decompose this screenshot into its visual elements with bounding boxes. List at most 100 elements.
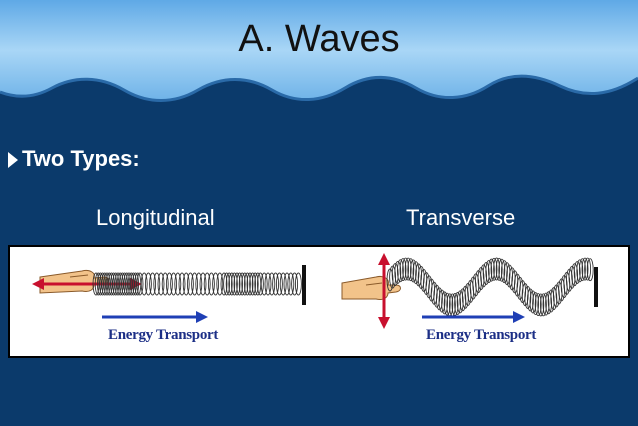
spring-coil xyxy=(230,272,238,296)
label-transverse: Transverse xyxy=(406,205,516,230)
spring-coil xyxy=(534,293,542,317)
spring-coil xyxy=(246,272,254,296)
spring-coil xyxy=(454,291,462,315)
spring-coil xyxy=(268,272,276,296)
spring-coil xyxy=(480,264,488,288)
spring-coil xyxy=(118,272,126,296)
spring-coil xyxy=(174,272,182,296)
spring-coil xyxy=(402,257,410,281)
spring-coil xyxy=(547,289,555,313)
spring-coil xyxy=(279,272,287,296)
spring-coil xyxy=(144,272,152,296)
spring-coil xyxy=(571,263,579,287)
spring-coil xyxy=(391,263,399,286)
spring-coil xyxy=(140,272,148,296)
spring-coil xyxy=(99,272,107,296)
energy-arrow-icon xyxy=(422,311,525,323)
spring-coil xyxy=(251,272,259,296)
spring-coil xyxy=(153,272,161,296)
spring-coil xyxy=(103,272,111,296)
spring-coil xyxy=(233,272,241,296)
spring-coil xyxy=(456,290,464,314)
spring-coil xyxy=(498,258,506,282)
spring-coil xyxy=(256,272,264,296)
spring-coil xyxy=(584,257,592,281)
spring-coil xyxy=(225,272,233,296)
energy-transport-label-left: Energy Transport xyxy=(108,327,219,343)
wall-icon xyxy=(594,267,598,307)
spring-coil xyxy=(186,272,194,296)
energy-arrow-icon xyxy=(102,311,208,323)
spring-coil xyxy=(223,272,231,296)
spring-coil xyxy=(500,260,508,284)
bullet-text: Two Types: xyxy=(22,146,140,171)
spring-coil xyxy=(157,272,165,296)
spring-coil xyxy=(92,272,100,296)
spring-coil xyxy=(578,258,586,282)
wall-icon xyxy=(302,265,306,305)
spring-coil xyxy=(112,272,120,296)
spring-coil xyxy=(165,272,173,296)
spring-coil xyxy=(161,272,169,296)
spring-coil xyxy=(412,261,420,285)
spring-coil xyxy=(178,272,186,296)
wave-diagram-panel: Energy Transport Energy Transport xyxy=(8,245,630,358)
spring-coil xyxy=(441,291,449,315)
spring-icon xyxy=(92,272,302,296)
spring-coil xyxy=(212,272,220,296)
bullet-arrow-icon xyxy=(8,152,18,169)
spring-coil xyxy=(228,272,236,296)
spring-coil xyxy=(495,257,503,281)
spring-coil xyxy=(94,272,102,296)
spring-coil xyxy=(542,292,550,316)
spring-coil xyxy=(116,272,124,296)
spring-coil xyxy=(238,272,246,296)
spring-coil xyxy=(236,272,244,296)
spring-coil xyxy=(114,272,122,296)
spring-coil xyxy=(260,272,268,296)
spring-coil xyxy=(581,257,589,281)
motion-arrow-icon xyxy=(378,253,390,329)
spring-coil xyxy=(249,272,257,296)
spring-coil xyxy=(199,272,207,296)
spring-coil xyxy=(105,272,113,296)
spring-coil xyxy=(573,261,581,284)
spring-coil xyxy=(435,287,443,311)
spring-coil xyxy=(291,272,299,296)
spring-coil xyxy=(121,272,129,296)
spring-coil xyxy=(243,272,251,296)
spring-coil xyxy=(216,272,224,296)
spring-coil xyxy=(503,262,511,286)
spring-coil xyxy=(287,272,295,296)
spring-coil xyxy=(107,272,115,296)
spring-coil xyxy=(404,257,412,281)
spring-coil xyxy=(529,290,537,314)
spring-coil xyxy=(125,272,133,296)
spring-coil xyxy=(220,272,228,296)
slide-title: A. Waves xyxy=(238,18,400,60)
spring-coil xyxy=(132,272,140,296)
spring-coil xyxy=(451,293,459,316)
spring-coil xyxy=(586,258,594,282)
spring-coil xyxy=(136,272,144,296)
spring-coil xyxy=(394,260,402,284)
spring-coil xyxy=(407,258,415,282)
spring-coil xyxy=(101,272,109,296)
spring-coil xyxy=(576,259,584,283)
spring-coil xyxy=(490,257,498,281)
spring-coil xyxy=(482,262,490,285)
spring-coil xyxy=(526,288,534,312)
spring-coil xyxy=(241,272,249,296)
spring-coil xyxy=(129,272,137,296)
spring-icon xyxy=(386,257,594,317)
spring-coil xyxy=(294,272,302,296)
spring-coil xyxy=(96,272,104,296)
spring-coil xyxy=(195,272,203,296)
spring-coil xyxy=(110,272,118,296)
spring-coil xyxy=(123,272,131,296)
spring-coil xyxy=(493,257,501,281)
label-longitudinal: Longitudinal xyxy=(96,205,215,230)
spring-coil xyxy=(399,258,407,282)
spring-coil xyxy=(396,259,404,283)
spring-coil xyxy=(207,272,215,296)
